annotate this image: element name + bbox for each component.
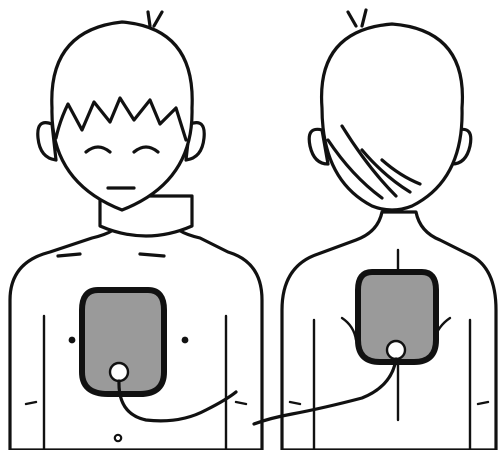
front-pad-connector [110,363,128,381]
child-back-figure [282,10,496,450]
back-head [322,24,463,210]
front-right-collarbone [140,254,164,256]
child-front-figure [10,12,262,450]
front-left-nipple [69,337,76,344]
back-hair-tuft [348,10,366,26]
front-electrode-pad [82,290,164,394]
front-left-collarbone [58,254,80,256]
back-pad-connector [387,341,405,359]
front-right-nipple [182,337,189,344]
front-hair-tuft [148,12,162,26]
back-electrode-pad [358,272,436,362]
